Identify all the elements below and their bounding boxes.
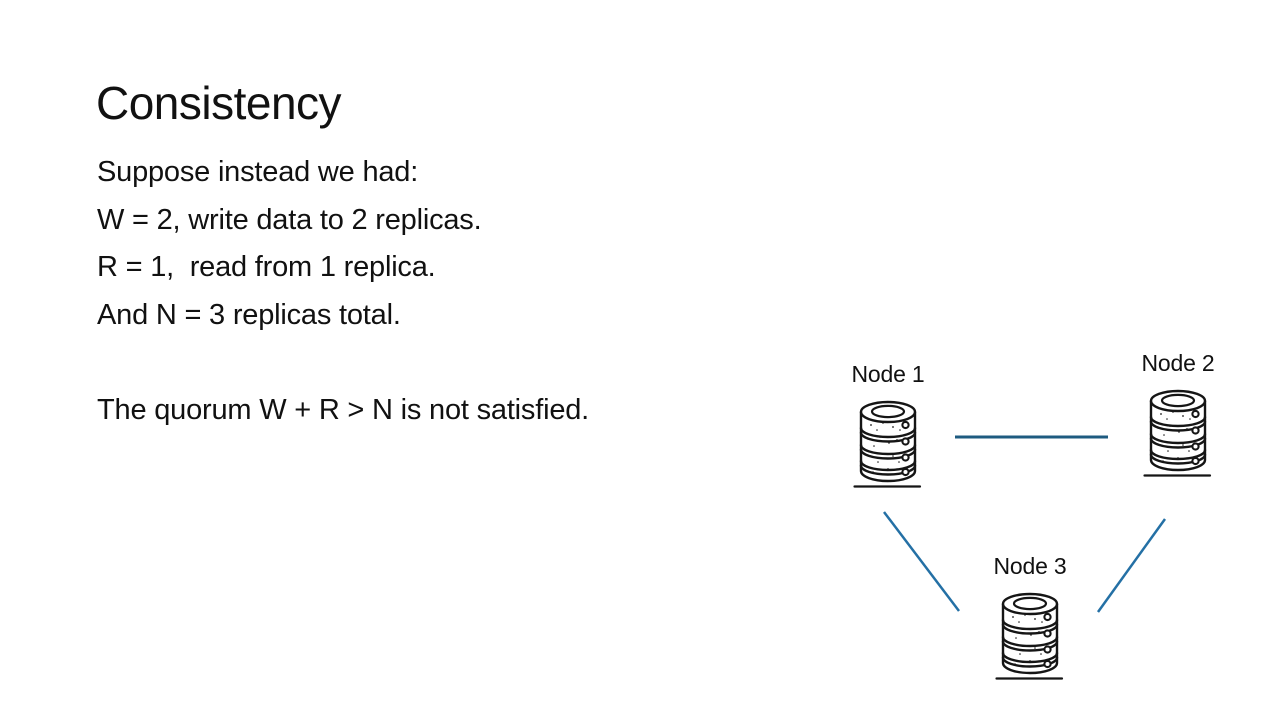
body-line-2: W = 2, write data to 2 replicas. bbox=[97, 203, 482, 236]
node-2-label: Node 2 bbox=[1141, 350, 1215, 376]
body-line-1: Suppose instead we had: bbox=[97, 156, 419, 188]
conclusion-line: The quorum W + R > N is not satisfied. bbox=[97, 393, 590, 426]
node-3-label: Node 3 bbox=[993, 553, 1067, 579]
database-icon bbox=[995, 592, 1064, 680]
node-1-label: Node 1 bbox=[851, 361, 925, 387]
body-text-block: Suppose instead we had: W = 2, write dat… bbox=[97, 149, 717, 434]
database-icon bbox=[853, 400, 922, 488]
node-1: Node 1 bbox=[840, 361, 936, 489]
node-3: Node 3 bbox=[982, 553, 1078, 681]
connector-node2-node3 bbox=[1096, 518, 1167, 613]
database-icon bbox=[1143, 389, 1212, 477]
body-line-3: R = 1, read from 1 replica. bbox=[97, 251, 436, 283]
connector-node1-node3 bbox=[883, 511, 960, 612]
body-line-4: And N = 3 replicas total. bbox=[97, 298, 401, 331]
node-2: Node 2 bbox=[1130, 350, 1226, 478]
slide-title: Consistency bbox=[96, 77, 342, 129]
